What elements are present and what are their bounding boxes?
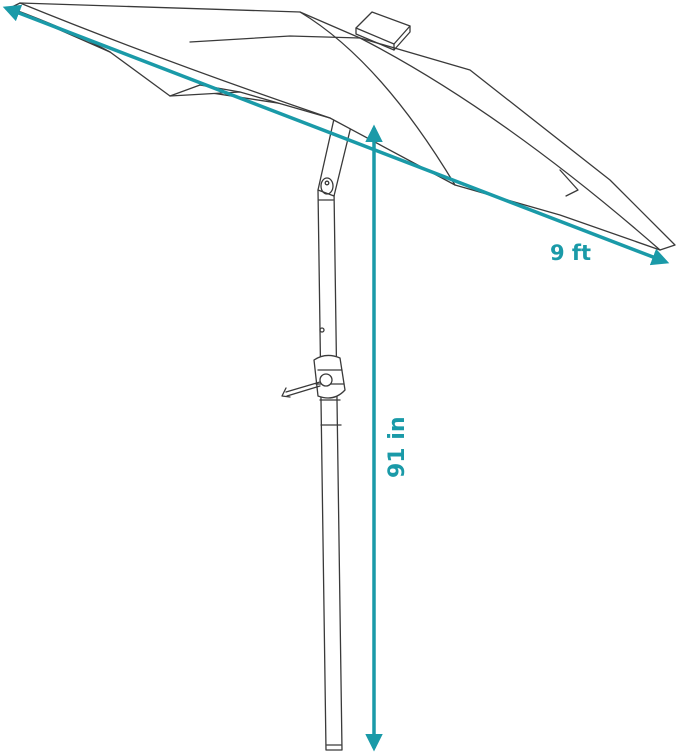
- umbrella-illustration: [9, 2, 676, 751]
- width-label: 9 ft: [550, 241, 591, 265]
- crank-handle: [281, 354, 346, 399]
- width-dimension-line: [2, 4, 670, 266]
- height-dimension: 91 in: [365, 124, 410, 752]
- width-dimension: 9 ft: [2, 4, 670, 266]
- height-label: 91 in: [385, 417, 410, 478]
- umbrella-pole: [317, 189, 343, 751]
